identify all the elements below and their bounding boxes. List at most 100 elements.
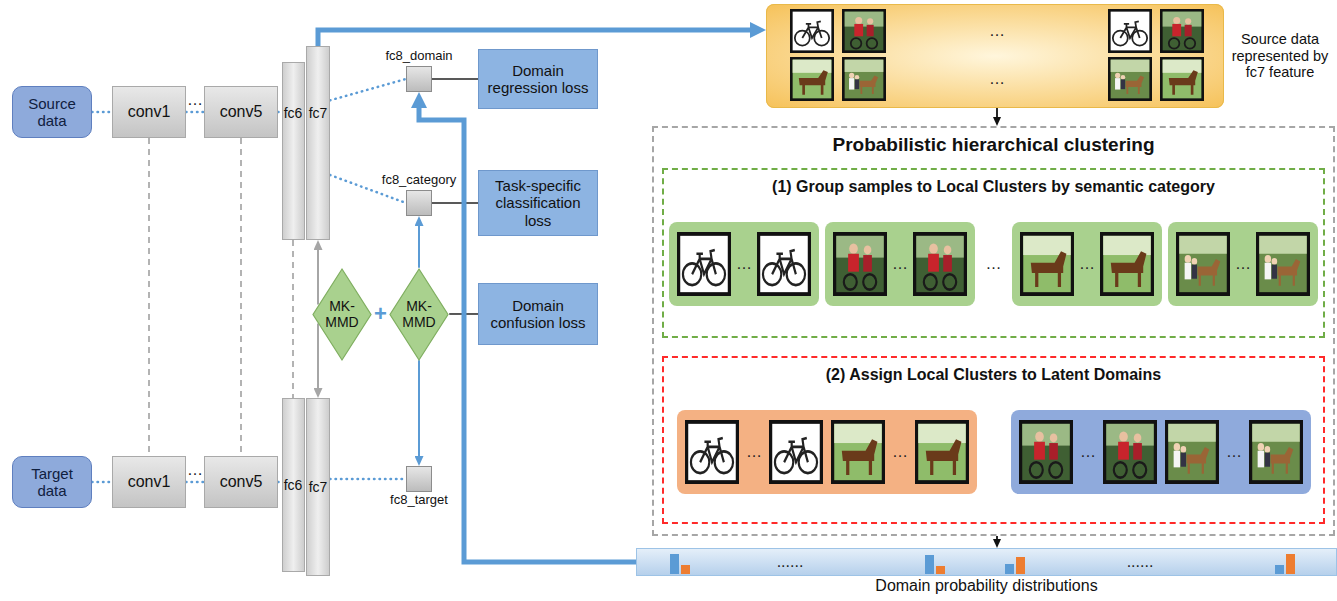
- thumbnail: [1161, 10, 1202, 51]
- node-label: conv5: [220, 473, 263, 491]
- probability-bar: [1016, 557, 1025, 574]
- clustering-box: Probabilistic hierarchical clustering (1)…: [652, 126, 1335, 536]
- local-cluster: [825, 222, 975, 306]
- output-unit: fc8_category: [406, 190, 432, 216]
- thumbnail: [687, 422, 738, 482]
- connector-dot: [92, 111, 112, 114]
- thumbnail: [843, 10, 884, 51]
- thumbnail: [1102, 234, 1153, 294]
- thumbnail: [1178, 234, 1229, 294]
- loss-box: Domain regression loss: [478, 49, 598, 109]
- step-box: (2) Assign Local Clusters to Latent Doma…: [662, 356, 1325, 524]
- conv-layer-box: conv5: [204, 86, 278, 138]
- output-unit: fc8_domain: [406, 66, 432, 92]
- output-unit: fc8_target: [406, 466, 432, 492]
- thumbnail: [1109, 58, 1150, 99]
- ellipsis: …: [187, 461, 203, 479]
- thumbnail: [759, 234, 810, 294]
- ellipsis: …: [1079, 255, 1095, 273]
- connector-black: [996, 108, 998, 117]
- plus-sign: +: [374, 302, 387, 326]
- probability-bar: [681, 565, 690, 574]
- thumbnail: [1167, 422, 1218, 482]
- probability-bar: [1005, 564, 1014, 574]
- local-cluster: [1012, 222, 1162, 306]
- node-label: Probabilistic hierarchical clustering: [832, 134, 1154, 156]
- connector-dot: [186, 111, 204, 114]
- node-caption: fc8_category: [382, 173, 456, 188]
- input-box: Target data: [12, 456, 92, 508]
- thumbnail: [1105, 422, 1156, 482]
- node-label: Domain confusion loss: [484, 297, 592, 332]
- connector-dot: [92, 481, 112, 484]
- thumbnail: [791, 58, 832, 99]
- probability-bar: [1286, 554, 1295, 574]
- node-label: fc6: [284, 105, 303, 121]
- conv-layer-box: conv1: [112, 86, 186, 138]
- node-caption: fc8_target: [390, 493, 448, 507]
- node-caption: fc8_domain: [385, 49, 452, 64]
- loss-box: Domain confusion loss: [478, 283, 598, 345]
- node-label: fc7: [309, 479, 328, 495]
- feature-panel-fill: [766, 4, 1224, 108]
- probability-bar: [936, 566, 945, 574]
- probability-bar: [1275, 565, 1284, 574]
- connector-thick: [318, 30, 750, 46]
- local-cluster: [669, 222, 819, 306]
- connector-dot: [186, 481, 204, 484]
- connector-solid: [432, 202, 478, 204]
- node-label: conv1: [128, 103, 171, 121]
- node-label: fc7: [309, 105, 328, 121]
- node-label: fc6: [284, 477, 303, 493]
- thumbnail: [1161, 58, 1202, 99]
- probability-bar: [670, 554, 679, 574]
- distribution-bar: Domain probability distributions: [636, 548, 1337, 576]
- distribution-bar-fill: [636, 548, 1337, 576]
- input-box: Source data: [12, 86, 92, 138]
- ellipsis: …: [736, 255, 752, 273]
- diamond-shape: [390, 269, 448, 360]
- conv-layer-box: conv1: [112, 456, 186, 508]
- connector-dot: [330, 79, 406, 100]
- connector-solid: [432, 78, 478, 80]
- ellipsis: …: [986, 255, 1002, 273]
- node-caption: Domain probability distributions: [875, 577, 1097, 595]
- probability-bar: [925, 555, 934, 574]
- loss-box: Task-specific classification loss: [478, 170, 598, 236]
- connector-dash: [292, 240, 294, 398]
- thumbnail: [833, 422, 884, 482]
- fc-layer-bar: fc6: [282, 62, 305, 240]
- thumbnail: [1109, 10, 1150, 51]
- connector-grey: [317, 324, 319, 388]
- node-label: MK-MMD: [396, 298, 442, 330]
- node-label: conv5: [220, 103, 263, 121]
- node-label: (1) Group samples to Local Clusters by s…: [772, 178, 1215, 196]
- node-label: (2) Assign Local Clusters to Latent Doma…: [826, 366, 1161, 384]
- connector-dash: [240, 138, 242, 456]
- thumbnail: [835, 234, 886, 294]
- node-caption: Source data represented by fc7 feature: [1229, 31, 1331, 81]
- latent-domain-group: [677, 410, 977, 494]
- thumbnail: [679, 234, 730, 294]
- step-box: (1) Group samples to Local Clusters by s…: [662, 168, 1325, 338]
- thumbnail: [1258, 234, 1309, 294]
- connector-blue: [418, 226, 420, 268]
- node-label: Domain regression loss: [484, 62, 592, 97]
- connector-blue: [418, 360, 420, 456]
- node-label: Source data: [17, 95, 87, 130]
- mmd-diamond: MK-MMD: [312, 268, 372, 361]
- ellipsis: …: [1226, 443, 1242, 461]
- ellipsis: …: [1235, 255, 1251, 273]
- connector-black: [996, 536, 998, 539]
- ellipsis: ......: [777, 553, 804, 571]
- ellipsis: …: [746, 443, 762, 461]
- fc-layer-bar: fc7: [306, 398, 330, 576]
- ellipsis: …: [187, 91, 203, 109]
- ellipsis: …: [989, 70, 1005, 88]
- node-label: Task-specific classification loss: [484, 177, 592, 229]
- ellipsis: …: [892, 255, 908, 273]
- ellipsis: …: [989, 22, 1005, 40]
- thumbnail: [843, 58, 884, 99]
